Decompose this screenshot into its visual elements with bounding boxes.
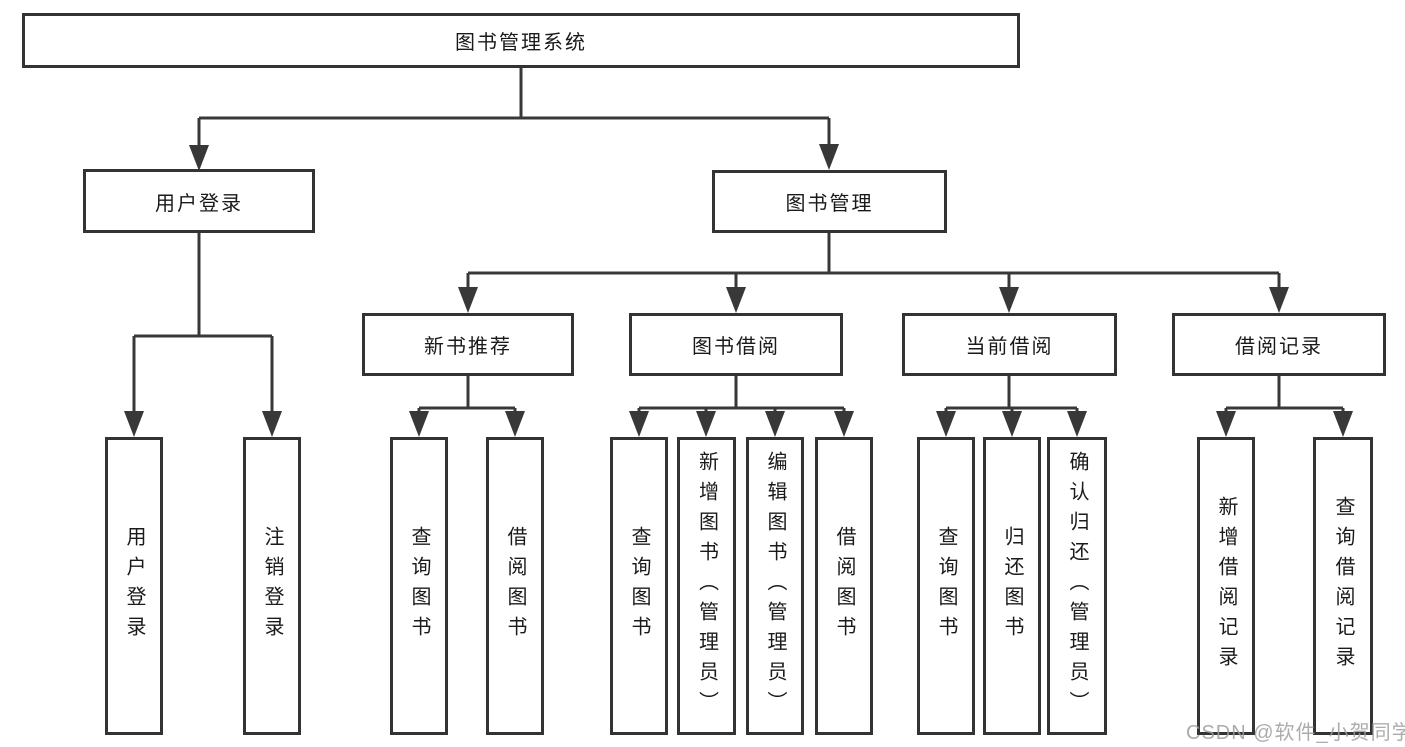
connector-lines: [132, 68, 1345, 413]
node-label: 图书管理: [785, 193, 874, 215]
node-label: 新增图书（管理员）: [695, 451, 718, 721]
node-label: 归还图书: [1001, 526, 1023, 646]
node-label: 查询图书: [628, 526, 650, 646]
node-label: 查询图书: [935, 526, 957, 646]
node-book-management: 图书管理: [712, 170, 947, 233]
node-label: 注销登录: [261, 526, 283, 646]
node-book-borrowing: 图书借阅: [629, 313, 843, 376]
node-leaf-borrow-books: 借阅图书: [815, 437, 873, 735]
node-label: 查询图书: [408, 526, 430, 646]
node-leaf-return-books: 归还图书: [983, 437, 1041, 735]
node-label: 当前借阅: [965, 336, 1054, 358]
node-label: 用户登录: [155, 192, 243, 215]
node-label: 用户登录: [123, 526, 145, 646]
node-borrowing-records: 借阅记录: [1172, 313, 1386, 376]
node-user-login: 用户登录: [83, 169, 315, 233]
node-label: 确认归还（管理员）: [1066, 451, 1088, 721]
node-label: 借阅图书: [504, 526, 526, 646]
node-label: 查询借阅记录: [1332, 496, 1354, 676]
node-leaf-query-books-recommend: 查询图书: [390, 437, 448, 735]
node-label: 借阅记录: [1235, 336, 1323, 358]
csdn-watermark: CSDN @软件_小贺同学: [1186, 722, 1405, 744]
node-current-borrowing: 当前借阅: [902, 313, 1117, 376]
node-label: 图书借阅: [692, 336, 780, 358]
node-leaf-confirm-return-admin: 确认归还（管理员）: [1047, 437, 1107, 735]
node-leaf-edit-books-admin: 编辑图书（管理员）: [746, 437, 804, 735]
node-leaf-logout: 注销登录: [243, 437, 301, 735]
node-leaf-query-books-current: 查询图书: [917, 437, 975, 735]
node-root-library-system: 图书管理系统: [22, 13, 1020, 68]
node-new-book-recommend: 新书推荐: [362, 313, 574, 376]
node-label: 借阅图书: [833, 526, 855, 646]
node-leaf-add-books-admin: 新增图书（管理员）: [677, 437, 736, 735]
node-label: 编辑图书（管理员）: [764, 451, 786, 721]
node-leaf-query-borrow-record: 查询借阅记录: [1313, 437, 1373, 735]
arrowheads: [124, 144, 1353, 437]
node-label: 新书推荐: [424, 336, 512, 358]
node-label: 图书管理系统: [455, 32, 587, 54]
node-leaf-user-login: 用户登录: [105, 437, 163, 735]
node-label: 新增借阅记录: [1215, 496, 1237, 676]
node-leaf-add-borrow-record: 新增借阅记录: [1197, 437, 1255, 735]
node-leaf-query-books-borrow: 查询图书: [610, 437, 668, 735]
node-leaf-borrow-books-recommend: 借阅图书: [486, 437, 544, 735]
